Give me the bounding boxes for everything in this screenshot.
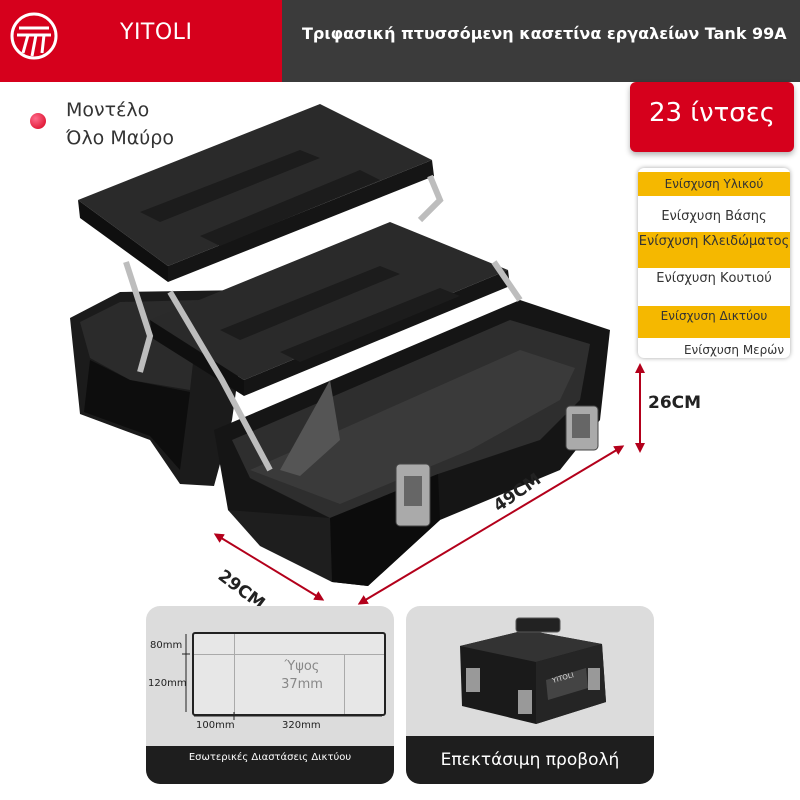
feature-box: Ενίσχυση Κουτιού — [656, 271, 772, 286]
size-text: 23 ίντσες — [648, 98, 776, 128]
inner-layout-box — [192, 632, 386, 716]
expanded-view-caption: Επεκτάσιμη προβολή — [406, 736, 654, 784]
feature-net: Ενίσχυση Δικτύου — [638, 306, 790, 338]
expanded-view-panel: YITOLI Επεκτάσιμη προβολή — [406, 606, 654, 784]
features-card: Ενίσχυση Υλικού Ενίσχυση Βάσης Ενίσχυση … — [638, 168, 790, 358]
yitoli-logo-icon — [10, 12, 58, 60]
inner-width-label-2: 320mm — [282, 720, 321, 731]
dimension-height-label: 26CM — [648, 393, 702, 413]
inner-divider — [194, 654, 234, 655]
feature-base: Ενίσχυση Βάσης — [661, 209, 767, 224]
toolbox-arms — [123, 174, 523, 472]
inner-divider — [234, 634, 235, 714]
brand-header: YITOLI — [0, 0, 282, 82]
feature-material: Ενίσχυση Υλικού — [638, 172, 790, 196]
brand-name: YITOLI — [120, 20, 193, 45]
inner-divider — [234, 654, 384, 655]
inner-divider — [344, 654, 345, 714]
dimension-length-arrow — [357, 445, 625, 605]
inner-height-label-2: 120mm — [148, 678, 187, 689]
inner-depth-label: Ύψος 37mm — [281, 659, 323, 692]
feature-parts: Ενίσχυση Μερών — [683, 343, 785, 357]
model-label: Μοντέλο Όλο Μαύρο — [66, 99, 174, 149]
inner-height-label-1: 80mm — [150, 640, 183, 651]
toolbox-lower-tray — [150, 222, 510, 396]
inner-width-label-1: 100mm — [196, 720, 235, 731]
inner-dimension-lines — [182, 634, 382, 720]
product-title: Τριφασική πτυσσόμενη κασετίνα εργαλείων … — [302, 24, 787, 43]
title-bar: Τριφασική πτυσσόμενη κασετίνα εργαλείων … — [282, 0, 800, 82]
inner-dimensions-caption: Εσωτερικές Διαστάσεις Δικτύου — [146, 746, 394, 784]
model-color-dot — [30, 113, 46, 129]
size-badge: 23 ίντσες — [630, 82, 794, 152]
toolbox-upper-tray — [78, 104, 434, 282]
feature-lock: Ενίσχυση Κλειδώματος — [638, 232, 790, 268]
inner-dimensions-panel: Ύψος 37mm 80mm 120mm 100mm 320mm Εσωτερι… — [146, 606, 394, 784]
closed-toolbox-image — [460, 617, 606, 724]
dimension-width-arrow — [213, 533, 325, 601]
